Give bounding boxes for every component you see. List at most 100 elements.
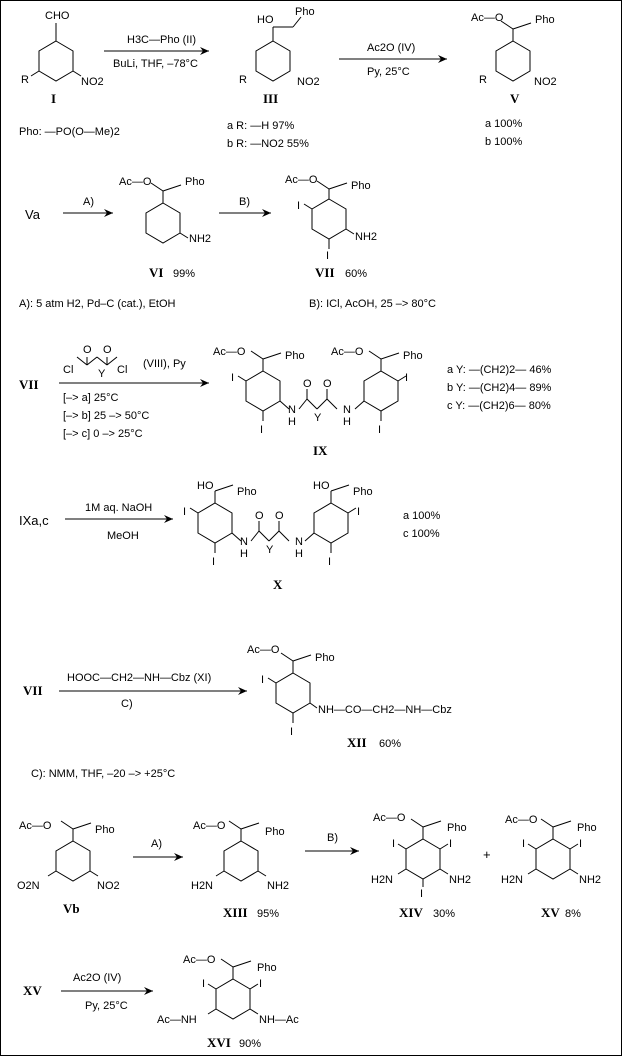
- oxygen-label: O: [323, 378, 332, 390]
- arrow-B-label: B): [327, 832, 338, 844]
- y-option-a: a Y: —(CH2)2— 46%: [447, 364, 552, 376]
- compound-IXac-label: IXa,c: [19, 513, 49, 528]
- reagent-II: H3C—Pho (II): [127, 34, 196, 46]
- nitrogen-label: N: [240, 536, 248, 548]
- ho-label: HO: [197, 480, 214, 492]
- reagent-VIII-structure: O O Cl Cl Y: [63, 344, 127, 380]
- pho-label: Pho: [447, 822, 467, 834]
- y-option-c: c Y: —(CH2)6— 80%: [447, 400, 551, 412]
- nh2-label: NH2: [449, 874, 471, 886]
- compound-X-label: X: [273, 577, 283, 592]
- aco-label: Ac—O: [193, 820, 226, 832]
- compound-XV-label: XV: [541, 905, 560, 920]
- reagent-naoh: 1M aq. NaOH: [85, 502, 152, 514]
- no2-label: NO2: [297, 76, 320, 88]
- carbamate-chain: NH—CO—CH2—NH—Cbz: [318, 704, 452, 716]
- reagent-IV: Ac2O (IV): [367, 42, 415, 54]
- x-yield-a: a 100%: [403, 510, 441, 522]
- compound-XIV-yield: 30%: [433, 908, 455, 920]
- acnh-label: Ac—NH: [157, 1014, 197, 1026]
- pho-label: Pho: [285, 350, 305, 362]
- y-option-b: b Y: —(CH2)4— 89%: [447, 382, 552, 394]
- compound-III-label: III: [263, 91, 278, 106]
- chlorine-label: Cl: [117, 364, 127, 376]
- ho-label: HO: [257, 14, 274, 26]
- note-C: C): NMM, THF, –20 –> +25°C: [31, 768, 175, 780]
- compound-XIV-label: XIV: [399, 905, 423, 920]
- hydrogen-label: H: [288, 416, 296, 428]
- pho-label: Pho: [577, 822, 597, 834]
- aco-label: Ac—O: [213, 346, 246, 358]
- condition-c: [–> c] 0 –> 25°C: [63, 428, 143, 440]
- r-label: R: [479, 74, 487, 86]
- h2n-label: H2N: [371, 874, 393, 886]
- compound-X-structure: HO Pho HO Pho I I I I N H N H O O Y X: [183, 480, 373, 592]
- reagent-IV: Ac2O (IV): [73, 972, 121, 984]
- arrow-A-label: A): [151, 838, 162, 850]
- iodine-label: I: [231, 372, 234, 384]
- nitrogen-label: N: [343, 404, 351, 416]
- oxygen-label: O: [83, 344, 92, 356]
- reagent-IV-conditions: Py, 25°C: [367, 66, 410, 78]
- hydrogen-label: H: [343, 416, 351, 428]
- compound-V-structure: Ac—O Pho R NO2 V: [471, 12, 557, 106]
- iodine-label: I: [297, 200, 300, 212]
- iodine-label: I: [261, 674, 264, 686]
- compound-Vb-structure: Ac—O Pho O2N NO2 Vb: [17, 820, 120, 916]
- nitrogen-label: N: [288, 404, 296, 416]
- compound-IX-structure: Ac—O Pho Ac—O Pho I I I I N H N H O O Y …: [213, 346, 423, 458]
- pho-label: Pho: [403, 350, 423, 362]
- reagent-VIII: (VIII), Py: [143, 358, 186, 370]
- x-yield-c: c 100%: [403, 528, 440, 540]
- v-yield-b: b 100%: [485, 136, 523, 148]
- aco-label: Ac—O: [285, 174, 318, 186]
- pho-label: Pho: [535, 14, 555, 26]
- nh2-label: NH2: [267, 880, 289, 892]
- compound-XII-structure: Ac—O Pho I NH—CO—CH2—NH—Cbz I XII 60%: [247, 644, 452, 750]
- compound-XIV-structure: Ac—O Pho I I H2N NH2 I XIV 30%: [371, 812, 471, 920]
- v-yield-a: a 100%: [485, 118, 523, 130]
- compound-Va-label: Va: [25, 207, 41, 222]
- note-B: B): ICl, AcOH, 25 –> 80°C: [309, 298, 436, 310]
- h2n-label: H2N: [501, 874, 523, 886]
- reagent-meoh: MeOH: [107, 530, 139, 542]
- pho-label: Pho: [185, 176, 205, 188]
- cho-label: CHO: [45, 10, 70, 22]
- iodine-label: I: [328, 556, 331, 568]
- compound-XII-label: XII: [347, 735, 367, 750]
- pho-label: Pho: [265, 826, 285, 838]
- y-label: Y: [98, 368, 106, 380]
- arrow-A-label: A): [83, 196, 94, 208]
- compound-XV-label: XV: [23, 983, 42, 998]
- aco-label: Ac—O: [505, 814, 538, 826]
- condition-a: [–> a] 25°C: [63, 392, 119, 404]
- compound-XVI-yield: 90%: [239, 1038, 261, 1050]
- iii-yield-a: a R: —H 97%: [227, 120, 294, 132]
- iodine-label: I: [449, 838, 452, 850]
- iodine-label: I: [420, 888, 423, 900]
- compound-VII-label: VII: [315, 265, 335, 280]
- chlorine-label: Cl: [63, 364, 73, 376]
- compound-XVI-structure: Ac—O Pho I I Ac—NH NH—Ac XVI 90%: [157, 954, 299, 1050]
- pho-label: Pho: [237, 486, 257, 498]
- iodine-label: I: [259, 978, 262, 990]
- pho-label: Pho: [353, 486, 373, 498]
- iodine-label: I: [579, 838, 582, 850]
- aco-label: Ac—O: [19, 820, 52, 832]
- iodine-label: I: [202, 978, 205, 990]
- reagent-XI: HOOC—CH2—NH—Cbz (XI): [67, 672, 211, 684]
- compound-XV-yield: 8%: [565, 908, 581, 920]
- iodine-label: I: [392, 838, 395, 850]
- aco-label: Ac—O: [119, 176, 152, 188]
- arrow-B-label: B): [239, 196, 250, 208]
- aco-label: Ac—O: [331, 346, 364, 358]
- h2n-label: H2N: [191, 880, 213, 892]
- iodine-label: I: [260, 424, 263, 436]
- pho-definition: Pho: —PO(O—Me)2: [19, 126, 120, 138]
- compound-III-structure: HO Pho R NO2 III: [239, 6, 320, 106]
- compound-V-label: V: [510, 91, 520, 106]
- nitrogen-label: N: [295, 536, 303, 548]
- condition-b: [–> b] 25 –> 50°C: [63, 410, 149, 422]
- iii-yield-b: b R: —NO2 55%: [227, 138, 309, 150]
